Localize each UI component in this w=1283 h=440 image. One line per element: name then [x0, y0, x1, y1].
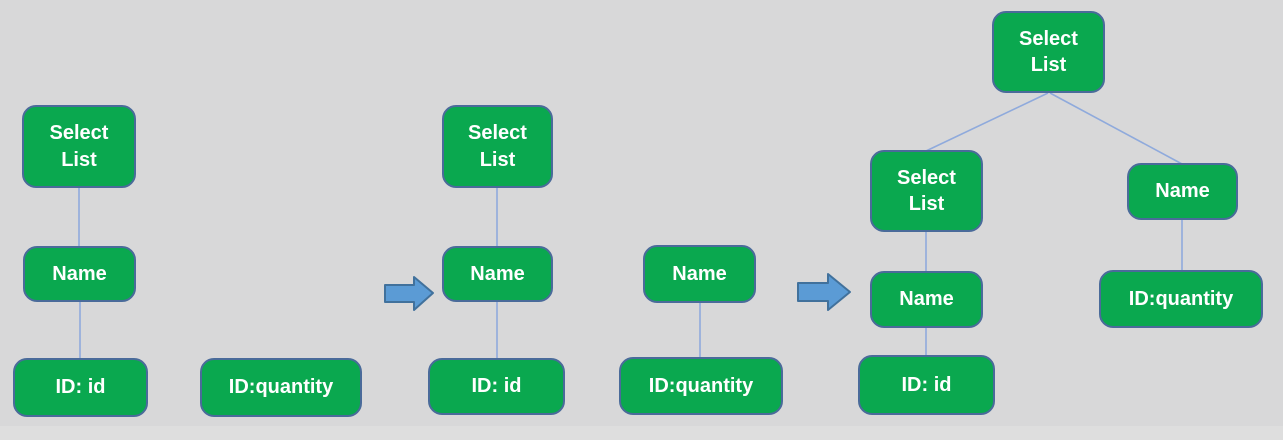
- node-name: Name: [23, 246, 136, 302]
- node-id-id: ID: id: [858, 355, 995, 415]
- right-arrow-icon: [797, 273, 851, 311]
- node-name: Name: [442, 246, 553, 302]
- node-label: Name: [1155, 180, 1210, 203]
- connector-line: [925, 92, 1049, 152]
- connector-line: [1049, 92, 1183, 165]
- node-label: ID: id: [471, 375, 522, 398]
- node-label: Name: [899, 288, 954, 311]
- node-id-quantity: ID:quantity: [200, 358, 362, 417]
- right-arrow-icon: [384, 276, 434, 311]
- node-label: ID: id: [55, 376, 106, 399]
- bottom-strip: [0, 426, 1283, 440]
- node-label: Name: [470, 262, 525, 285]
- node-name: Name: [870, 271, 983, 328]
- node-label: Name: [672, 262, 727, 285]
- node-select-list-root: Select List: [992, 11, 1105, 93]
- node-label: ID:quantity: [228, 376, 334, 399]
- node-label: Name: [52, 262, 107, 285]
- node-label: Select List: [468, 122, 527, 171]
- node-name: Name: [643, 245, 756, 303]
- node-label: Select List: [1019, 27, 1078, 76]
- node-label: Select List: [49, 122, 109, 171]
- node-name: Name: [1127, 163, 1238, 220]
- node-id-quantity: ID:quantity: [1099, 270, 1263, 328]
- node-id-id: ID: id: [428, 358, 565, 415]
- node-select-list: Select List: [22, 105, 136, 188]
- node-select-list: Select List: [442, 105, 553, 188]
- node-label: Select List: [897, 166, 956, 215]
- node-label: ID: id: [901, 373, 952, 396]
- node-select-list: Select List: [870, 150, 983, 232]
- node-label: ID:quantity: [648, 374, 754, 397]
- node-id-quantity: ID:quantity: [619, 357, 783, 415]
- node-id-id: ID: id: [13, 358, 148, 417]
- node-label: ID:quantity: [1128, 287, 1234, 310]
